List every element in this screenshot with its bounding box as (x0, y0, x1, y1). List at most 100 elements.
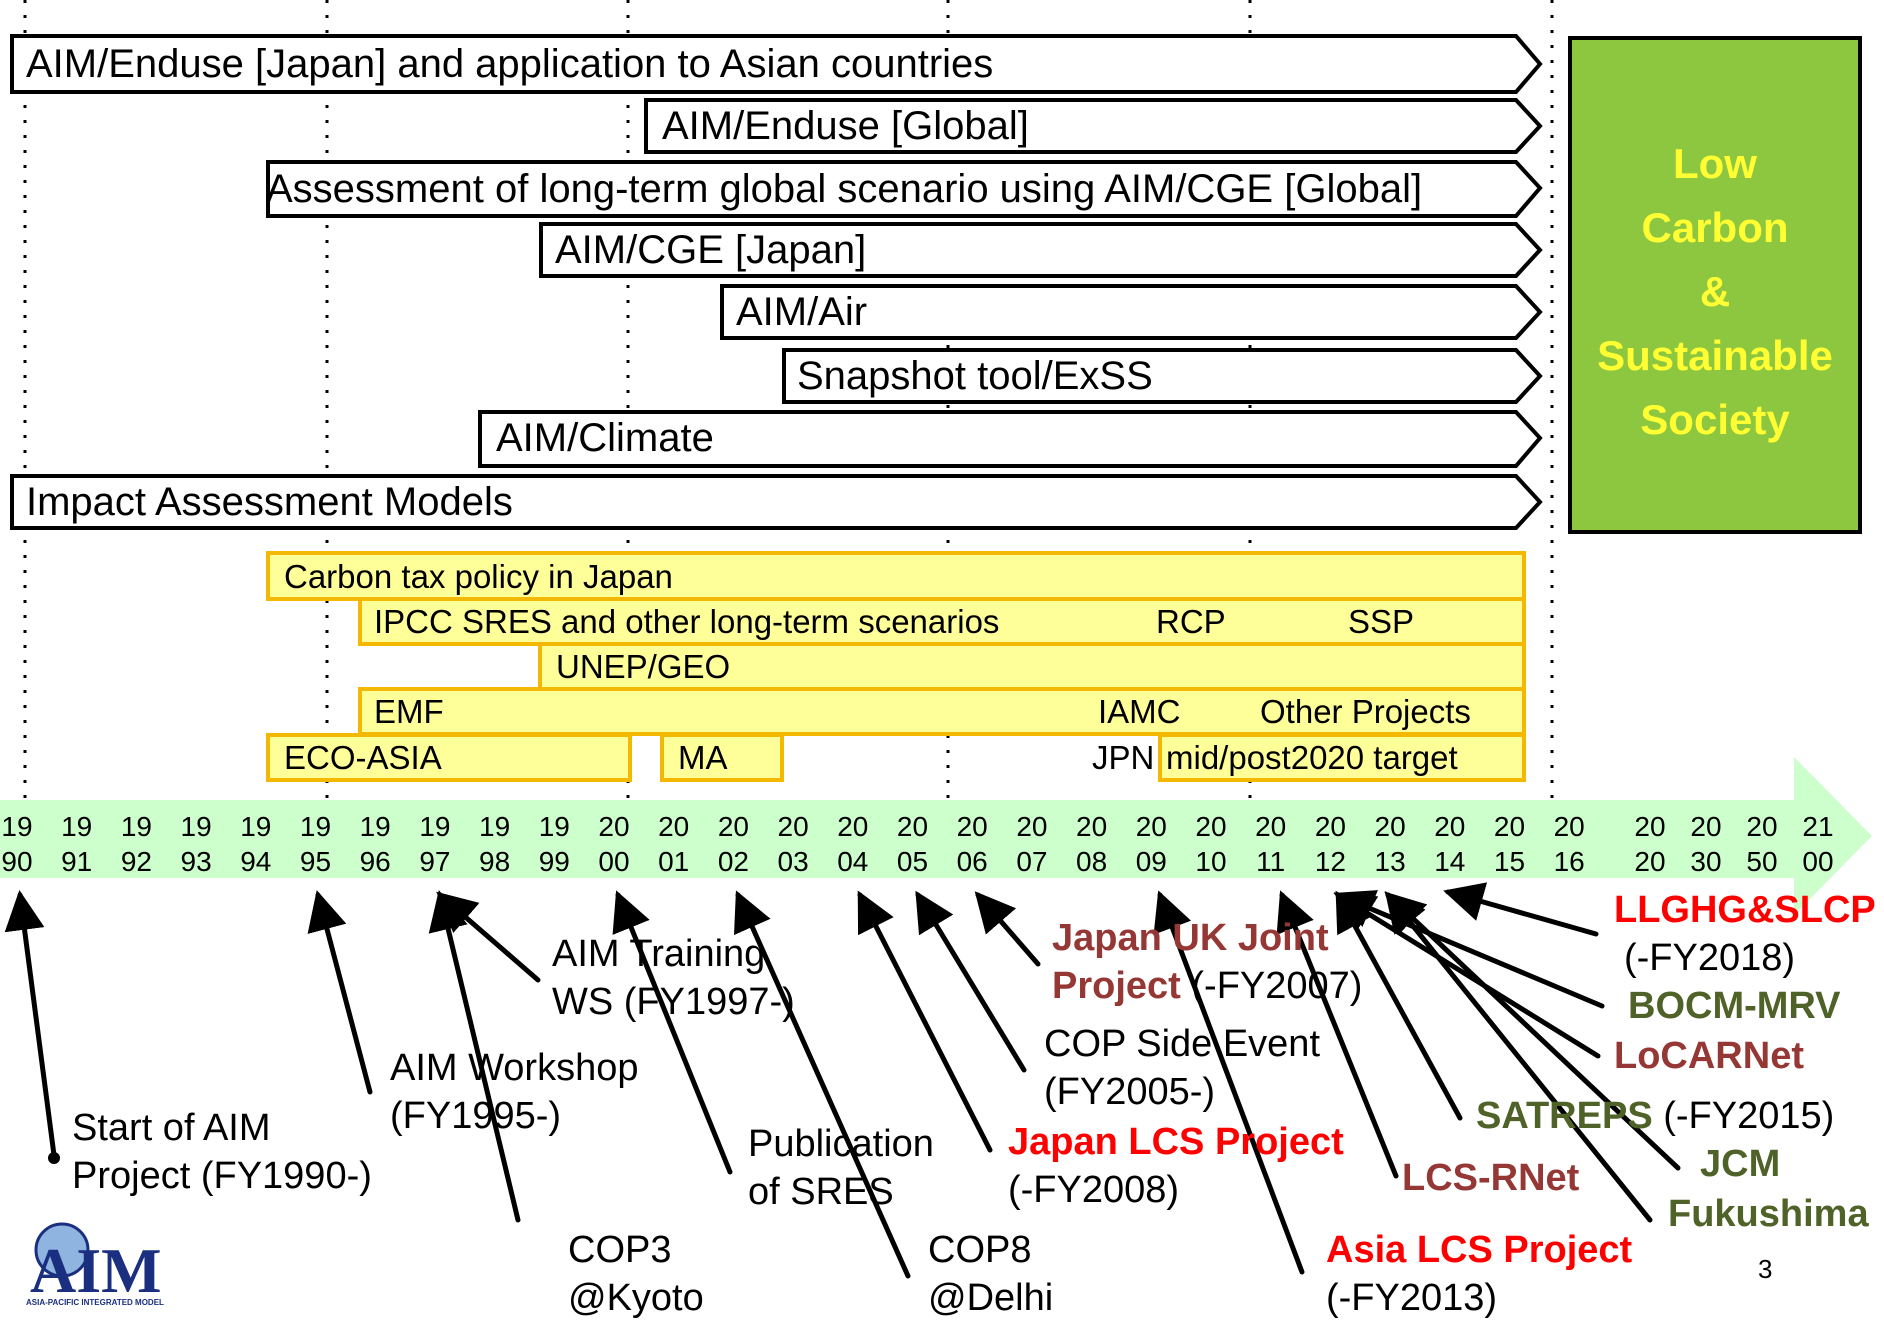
year-bottom-12: 02 (718, 846, 749, 877)
arrow-start (4, 890, 57, 1158)
event-japan-uk-title-2: Project (1052, 965, 1181, 1007)
year-bottom-7: 97 (419, 846, 450, 877)
event-asia-lcs-title: Asia LCS Project (1326, 1229, 1633, 1271)
future-year-top-1: 20 (1690, 811, 1721, 842)
model-bar-label-5: AIM/Air (736, 290, 867, 334)
year-top-8: 19 (479, 811, 510, 842)
event-satreps-sub: (-FY2015) (1653, 1095, 1835, 1137)
model-bar-label-8: Impact Assessment Models (26, 480, 513, 524)
year-bottom-21: 11 (1256, 846, 1285, 877)
year-bottom-8: 98 (479, 846, 510, 877)
year-bottom-3: 93 (181, 846, 212, 877)
event-cop3-1: COP3 (568, 1229, 671, 1271)
event-japan-lcs-sub: (-FY2008) (1008, 1169, 1179, 1211)
label-other: Other Projects (1260, 693, 1471, 730)
year-bottom-5: 95 (300, 846, 331, 877)
event-cop-side-1: COP Side Event (1044, 1023, 1320, 1065)
box-ipcc (358, 597, 1526, 646)
label-ssp: SSP (1348, 603, 1414, 640)
year-bottom-4: 94 (240, 846, 271, 877)
dot-start (48, 1152, 60, 1164)
future-year-bottom-2: 50 (1746, 846, 1777, 877)
year-top-11: 20 (658, 811, 689, 842)
model-bar-shape-8 (10, 474, 1543, 530)
arrow-asia-lcs (1153, 890, 1305, 1275)
box-unep (538, 642, 1526, 691)
year-bottom-25: 15 (1494, 846, 1525, 877)
event-training-2: WS (FY1997-) (552, 981, 795, 1023)
year-top-0: 19 (1, 811, 32, 842)
year-bottom-23: 13 (1375, 846, 1406, 877)
arrow-llghg (1443, 882, 1599, 937)
event-japan-uk-title-1: Japan UK Joint (1052, 917, 1329, 959)
model-bar-shape-4 (539, 222, 1543, 278)
year-bottom-19: 09 (1136, 846, 1167, 877)
year-bottom-15: 05 (897, 846, 928, 877)
year-bottom-6: 96 (360, 846, 391, 877)
box-mid-post (1158, 733, 1526, 782)
page-number: 3 (1758, 1254, 1772, 1284)
arrow-japan-uk (974, 891, 1041, 967)
future-year-bottom-0: 20 (1634, 846, 1665, 877)
label-carbon-tax: Carbon tax policy in Japan (284, 558, 673, 595)
year-top-4: 19 (240, 811, 271, 842)
future-year-top-3: 21 (1802, 811, 1833, 842)
event-fukushima: Fukushima (1668, 1193, 1869, 1235)
arrow-training (436, 891, 541, 983)
year-top-22: 20 (1315, 811, 1346, 842)
event-arrows (4, 882, 1681, 1279)
future-year-top-2: 20 (1746, 811, 1777, 842)
arrow-japan-lcs (857, 890, 993, 1153)
year-top-5: 19 (300, 811, 331, 842)
year-top-24: 20 (1434, 811, 1465, 842)
goal-line-5: Society (1640, 396, 1790, 443)
year-bottom-22: 12 (1315, 846, 1346, 877)
event-workshop-2: (FY1995-) (390, 1095, 561, 1137)
label-unep: UNEP/GEO (556, 648, 730, 685)
year-top-21: 20 (1255, 811, 1286, 842)
model-bar-shape-7 (478, 410, 1543, 468)
future-year-bottom-1: 30 (1690, 846, 1721, 877)
event-cop8-1: COP8 (928, 1229, 1031, 1271)
goal-line-3: & (1700, 268, 1730, 315)
arrow-locarnet (1333, 892, 1601, 1059)
arrow-workshop (307, 890, 373, 1095)
arrow-jcm (1384, 891, 1681, 1171)
event-llghg-title: LLGHG&SLCP (1614, 889, 1876, 931)
year-top-3: 19 (181, 811, 212, 842)
event-asia-lcs-sub: (-FY2013) (1326, 1277, 1497, 1319)
label-rcp: RCP (1156, 603, 1226, 640)
event-locarnet: LoCARNet (1614, 1035, 1804, 1077)
year-top-19: 20 (1136, 811, 1167, 842)
event-japan-uk-row2: Project (-FY2007) (1052, 965, 1362, 1007)
label-mid-post: mid/post2020 target (1166, 739, 1458, 776)
policy-labels: Carbon tax policy in Japan IPCC SRES and… (284, 558, 1471, 776)
box-ma (660, 733, 784, 782)
logo-subtitle: ASIA-PACIFIC INTEGRATED MODEL (26, 1298, 164, 1307)
arrow-lcs-rnet (1276, 890, 1399, 1179)
year-bottom-1: 91 (61, 846, 92, 877)
event-cop-side-2: (FY2005-) (1044, 1071, 1215, 1113)
future-year-top-0: 20 (1634, 811, 1665, 842)
event-training-1: AIM Training (552, 933, 765, 975)
year-top-17: 20 (1016, 811, 1047, 842)
year-top-25: 20 (1494, 811, 1525, 842)
goal-line-1: Low (1673, 140, 1757, 187)
year-bottom-14: 04 (837, 846, 868, 877)
goal-box-bg (1568, 36, 1862, 534)
model-bar-label-4: AIM/CGE [Japan] (555, 228, 866, 272)
box-emf (358, 687, 1526, 736)
arrow-satreps (1335, 890, 1463, 1121)
event-satreps-row: SATREPS (-FY2015) (1476, 1095, 1834, 1137)
model-bar-shape-3 (266, 160, 1543, 218)
event-labels: Start of AIM Project (FY1990-) AIM Works… (72, 889, 1876, 1319)
event-satreps-title: SATREPS (1476, 1095, 1653, 1137)
event-sres-2: of SRES (748, 1171, 894, 1213)
aim-logo: AIM ASIA-PACIFIC INTEGRATED MODEL (26, 1222, 164, 1307)
label-emf: EMF (374, 693, 444, 730)
box-carbon-tax (266, 551, 1526, 601)
event-llghg-sub: (-FY2018) (1624, 937, 1795, 979)
logo-title: AIM (30, 1235, 162, 1306)
box-eco-asia (266, 733, 632, 782)
year-bottom-13: 03 (778, 846, 809, 877)
